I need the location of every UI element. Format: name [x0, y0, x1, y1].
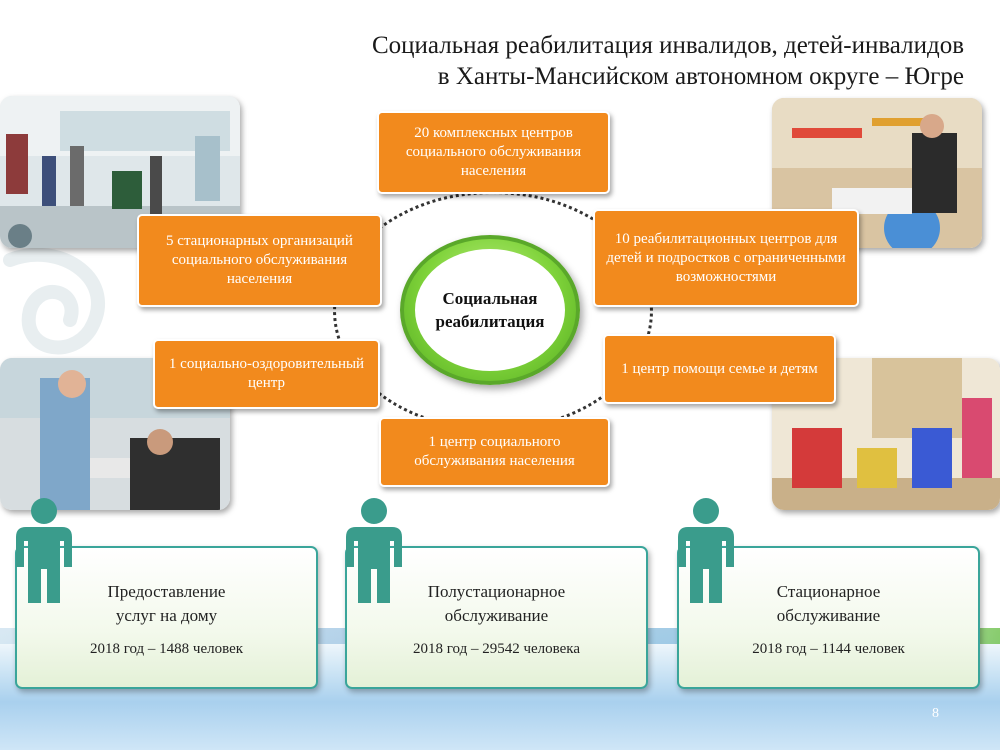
card-home-services-stat: 2018 год – 1488 человек [89, 641, 244, 657]
card-semi-stationary: Полустационарное обслуживание 2018 год –… [345, 546, 648, 689]
node-rehab-centers-text: 10 реабилитационных центров для детей и … [606, 230, 846, 285]
node-complex-centers-text: 20 комплексных центров социального обслу… [405, 125, 582, 179]
node-health-center: 1 социально-оздоровительный центр [153, 339, 380, 409]
node-family-center: 1 центр помощи семье и детям [603, 334, 836, 404]
photo-child-exercise [772, 98, 982, 248]
card-home-services-title-line-2: услуг на дому [115, 606, 218, 625]
photo-children-gym [772, 358, 1000, 510]
person-icon [678, 498, 734, 603]
card-semi-stationary-title: Полустационарное обслуживание [347, 580, 646, 628]
page-title-line-1: Социальная реабилитация инвалидов, детей… [371, 32, 964, 59]
center-node-line-1: Социальная [442, 289, 538, 308]
card-semi-stationary-stat: 2018 год – 29542 человека [412, 641, 581, 657]
card-home-services-title: Предоставление услуг на дому [17, 580, 316, 628]
node-stationary-orgs-text: 5 стационарных организаций социального о… [166, 233, 353, 287]
person-icon [16, 498, 72, 603]
card-semi-stationary-title-line-2: обслуживание [444, 606, 549, 625]
card-stationary-stat: 2018 год – 1144 человек [752, 641, 905, 657]
card-semi-stationary-title-line-1: Полустационарное [427, 582, 566, 601]
node-family-center-text: 1 центр помощи семье и детям [621, 360, 818, 377]
node-stationary-orgs: 5 стационарных организаций социального о… [137, 214, 382, 307]
center-node-label: Социальная реабилитация [415, 249, 565, 371]
node-social-service-center-text: 1 центр социального обслуживания населен… [414, 434, 575, 469]
card-stationary: Стационарное обслуживание 2018 год – 114… [677, 546, 980, 689]
node-social-service-center: 1 центр социального обслуживания населен… [379, 417, 610, 487]
card-stationary-title-line-2: обслуживание [776, 606, 881, 625]
card-home-services: Предоставление услуг на дому 2018 год – … [15, 546, 318, 689]
center-node: Социальная реабилитация [400, 235, 580, 385]
person-icon [346, 498, 402, 603]
page-title-line-2: в Ханты-Мансийском автономном округе – Ю… [437, 63, 964, 90]
background-swirl [3, 247, 105, 355]
page-number: 8 [932, 706, 939, 721]
center-node-line-2: реабилитация [435, 312, 545, 331]
node-complex-centers: 20 комплексных центров социального обслу… [377, 111, 610, 194]
node-health-center-text: 1 социально-оздоровительный центр [168, 356, 365, 391]
card-stationary-title: Стационарное обслуживание [679, 580, 978, 628]
card-stationary-title-line-1: Стационарное [776, 582, 881, 601]
page-title: Социальная реабилитация инвалидов, детей… [372, 30, 964, 92]
card-home-services-title-line-1: Предоставление [107, 582, 226, 601]
node-rehab-centers: 10 реабилитационных центров для детей и … [593, 209, 859, 307]
